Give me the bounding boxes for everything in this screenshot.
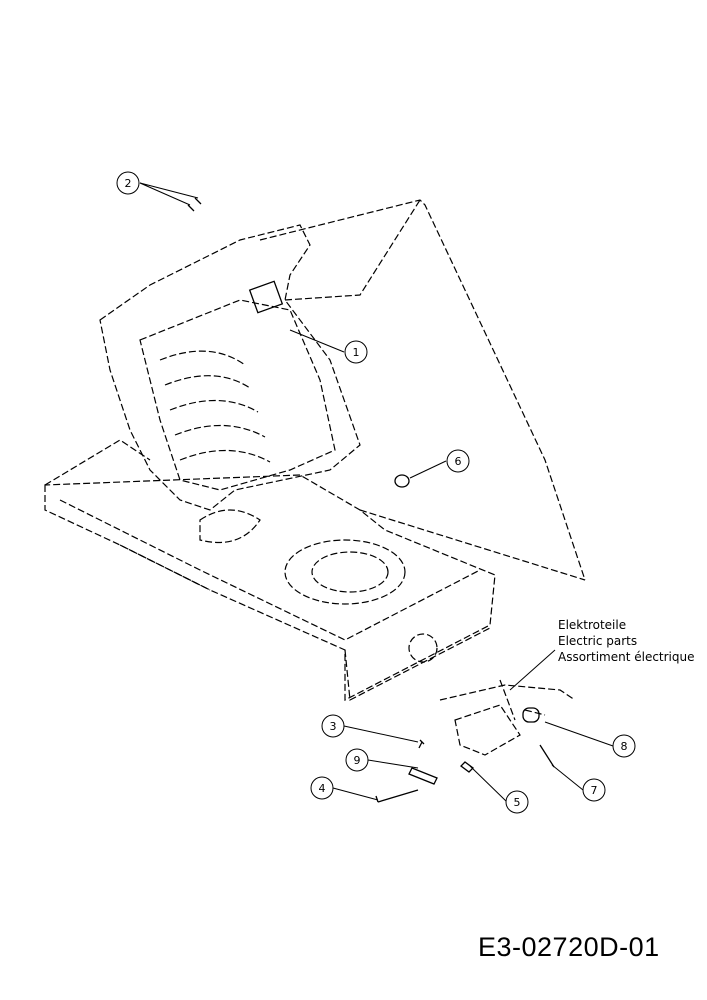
callout-5[interactable]: 5 [505, 790, 529, 814]
bracket-part [408, 767, 438, 785]
svg-text:9: 9 [354, 754, 361, 767]
label-english: Electric parts [558, 634, 638, 648]
screws-part [187, 197, 202, 212]
label-french: Assortiment électrique [558, 650, 695, 664]
callout-4[interactable]: 4 [310, 776, 334, 800]
svg-text:3: 3 [330, 720, 337, 733]
svg-text:1: 1 [353, 346, 360, 359]
callouts: 2 1 6 3 9 4 5 7 [116, 171, 636, 814]
svg-text:6: 6 [455, 455, 462, 468]
callout-3[interactable]: 3 [321, 714, 345, 738]
bolt-part [375, 789, 419, 803]
leader-lines [139, 182, 614, 803]
callout-6[interactable]: 6 [446, 449, 470, 473]
callout-2[interactable]: 2 [116, 171, 140, 195]
tractor-frame-drawing [44, 199, 586, 756]
screw-part [418, 739, 425, 749]
svg-text:4: 4 [319, 782, 326, 795]
svg-text:5: 5 [514, 796, 521, 809]
harness-part [539, 744, 555, 768]
label-german: Elektroteile [558, 618, 627, 632]
switch-part [248, 280, 284, 314]
callout-7[interactable]: 7 [582, 778, 606, 802]
svg-text:7: 7 [591, 784, 598, 797]
svg-text:2: 2 [125, 177, 132, 190]
drawing-code: E3-02720D-01 [478, 932, 660, 962]
callout-8[interactable]: 8 [612, 734, 636, 758]
svg-text:8: 8 [621, 740, 628, 753]
electric-parts-label: Elektroteile Electric parts Assortiment … [558, 617, 695, 665]
plug-part [522, 707, 540, 723]
nut-part [394, 474, 410, 488]
small-parts [187, 197, 555, 803]
callout-9[interactable]: 9 [345, 748, 369, 772]
callout-1[interactable]: 1 [344, 340, 368, 364]
